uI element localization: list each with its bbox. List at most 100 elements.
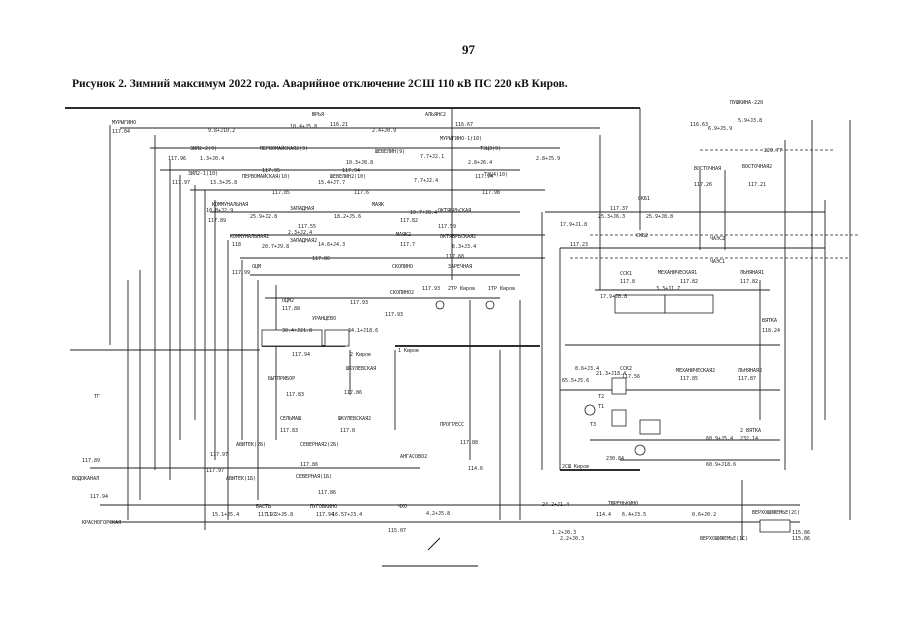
station-voltage: 117.68 xyxy=(446,254,464,260)
station-voltage: 117.97 xyxy=(210,452,228,458)
bus-tag: Т2 xyxy=(598,394,604,400)
station-name: ШЕВЕЛИН(9) xyxy=(375,149,405,155)
flow-value: 2.2+J0.3 xyxy=(560,536,584,542)
flow-value: 60.9+J18.6 xyxy=(706,462,736,468)
flow-value: 25.9+J8.8 xyxy=(646,214,673,220)
station-name: 2 ВЯТКА xyxy=(740,428,761,434)
diagram-lines xyxy=(65,107,860,540)
station-name: ВЕРХОШИЖЕМЬЕ(2С) xyxy=(752,510,800,516)
flow-value: 2.4+J0.9 xyxy=(372,128,396,134)
station-name: КОММУНАЛЬНАЯ xyxy=(212,202,248,208)
station-voltage: 117.82 xyxy=(740,279,758,285)
flow-value: 2.8+J5.9 xyxy=(536,156,560,162)
station-name: БАСТЬ xyxy=(256,504,271,510)
station-voltage: 117.55 xyxy=(298,224,316,230)
station-name: МУРЫГИНО-1(10) xyxy=(440,136,482,142)
station-voltage: 116.63 xyxy=(690,122,708,128)
station-voltage: 115.07 xyxy=(388,528,406,534)
station-name: СЕВЕРНАЯ(1Б) xyxy=(296,474,332,480)
station-name: ВОДОКАНАЛ xyxy=(72,476,99,482)
station-voltage: 117.56 xyxy=(622,374,640,380)
flow-value: 15.4+J7.7 xyxy=(318,180,345,186)
station-name: ОКТЯБРЬСКАЯ2 xyxy=(440,234,476,240)
flow-value: 6.4+J3.5 xyxy=(622,512,646,518)
station-voltage: 117.94 xyxy=(475,174,493,180)
station-voltage: 117.86 xyxy=(300,462,318,468)
flow-value: 14.6+J4.3 xyxy=(318,242,345,248)
station-voltage: 117.93 xyxy=(350,300,368,306)
station-voltage: 117.94 xyxy=(342,168,360,174)
station-voltage: 117.87 xyxy=(738,376,756,382)
flow-value: 18.2+J5.6 xyxy=(334,214,361,220)
flow-value: 21.3+J18.4 xyxy=(596,371,626,377)
station-name: ТЮРЕНЬКИНО xyxy=(608,501,638,507)
station-name: СКОПИНО2 xyxy=(390,290,414,296)
station-voltage: 117.21 xyxy=(748,182,766,188)
station-name: СЕЛЬМАШ xyxy=(280,416,301,422)
figure-caption: Рисунок 2. Зимний максимум 2022 года. Ав… xyxy=(72,78,568,90)
station-voltage: 117.93 xyxy=(385,312,403,318)
station-voltage: 117.6 xyxy=(354,190,369,196)
station-voltage: 117.26 xyxy=(694,182,712,188)
station-name: ТЭЦ4(10) xyxy=(484,172,508,178)
station-name: ПЕРВОМАЙСКАЯ2(9) xyxy=(260,145,308,152)
flow-value: 60.9+J5.4 xyxy=(706,436,733,442)
flow-value: 30.4+J21.8 xyxy=(282,328,312,334)
station-name: ЗИЛ2-2(9) xyxy=(190,146,217,152)
flow-value: 25.9+J2.8 xyxy=(250,214,277,220)
station-voltage: 117.86 xyxy=(312,256,330,262)
station-name: ВОСТОЧНАЯ xyxy=(694,166,721,172)
station-name: МУРЫГИНО xyxy=(112,120,136,126)
station-voltage: 117.94 xyxy=(292,352,310,358)
signature-stroke xyxy=(427,537,441,551)
station-name: ВОСТОЧНАЯ2 xyxy=(742,164,772,170)
station-name: ЗАРЕЧНАЯ xyxy=(448,264,472,270)
station-voltage: 117.93 xyxy=(422,286,440,292)
flow-value: 10.3+J8.8 xyxy=(346,160,373,166)
station-voltage: 117.88 xyxy=(460,440,478,446)
station-voltage: 117.83 xyxy=(280,428,298,434)
bus-tag: Т1 xyxy=(598,404,604,410)
flow-value: 24.2+J1.4 xyxy=(542,502,569,508)
station-blocks xyxy=(261,294,791,533)
station-name: ЗИЛ2-1(10) xyxy=(188,171,218,177)
flow-value: 4.2+J5.8 xyxy=(426,511,450,517)
station-voltage: 229.77 xyxy=(764,148,782,154)
flow-value: 2.8+J6.4 xyxy=(468,160,492,166)
flow-value: 6.3+J3.4 xyxy=(452,244,476,250)
station-voltage: 117.8 xyxy=(340,428,355,434)
flow-value: 0.6+J0.2 xyxy=(692,512,716,518)
station-voltage: 117.88 xyxy=(282,306,300,312)
flow-value: 17.9+J8.8 xyxy=(600,294,627,300)
page-number: 97 xyxy=(462,42,475,57)
station-voltage: 117.95 xyxy=(262,168,280,174)
equipment-tags: 2 Киров 1 Киров ТГ Т3 2ТР Киров 1ТР Киро… xyxy=(94,236,725,428)
station-name: ВЕРХОШИЖЕМЬЕ(1С) xyxy=(700,536,748,542)
station-name: ВЯТКА xyxy=(762,318,777,324)
station-name: ОЦМ xyxy=(252,264,261,270)
flow-value: 7.7+J2.4 xyxy=(414,178,438,184)
station-voltage: 114.4 xyxy=(596,512,611,518)
station-voltage: 230.84 xyxy=(606,456,624,462)
station-name: УРАНЦЕВО xyxy=(312,316,336,322)
station-voltage: 118.24 xyxy=(762,328,780,334)
bus-tag: 1 Киров xyxy=(398,348,419,354)
station-name: ЗАПАДНАЯ2 xyxy=(290,238,317,244)
bus-tag: ЧАЭС2 xyxy=(710,236,725,242)
station-voltage: 114.6 xyxy=(468,466,483,472)
station-voltage: 117.96 xyxy=(168,156,186,162)
station-name: ЛЬНЯНАЯ1 xyxy=(740,270,764,276)
station-name: ЛЬНЯНАЯ2 xyxy=(738,368,762,374)
flow-value: 25.3+J6.3 xyxy=(598,214,625,220)
station-voltage: 117.7 xyxy=(400,242,415,248)
station-name: ОКТЯБРЬСКАЯ xyxy=(438,208,471,214)
flow-value: 8.6+J3.4 xyxy=(575,366,599,372)
station-name: ЗАПАДНАЯ xyxy=(290,206,314,212)
station-name: ОЦМ2 xyxy=(282,298,294,304)
flow-value: 1.2+J0.3 xyxy=(552,530,576,536)
station-voltage: 117.85 xyxy=(272,190,290,196)
station-voltage: 117.82 xyxy=(680,279,698,285)
flow-value: 10.8+J2.9 xyxy=(206,208,233,214)
station-voltage: 115.86 xyxy=(792,530,810,536)
